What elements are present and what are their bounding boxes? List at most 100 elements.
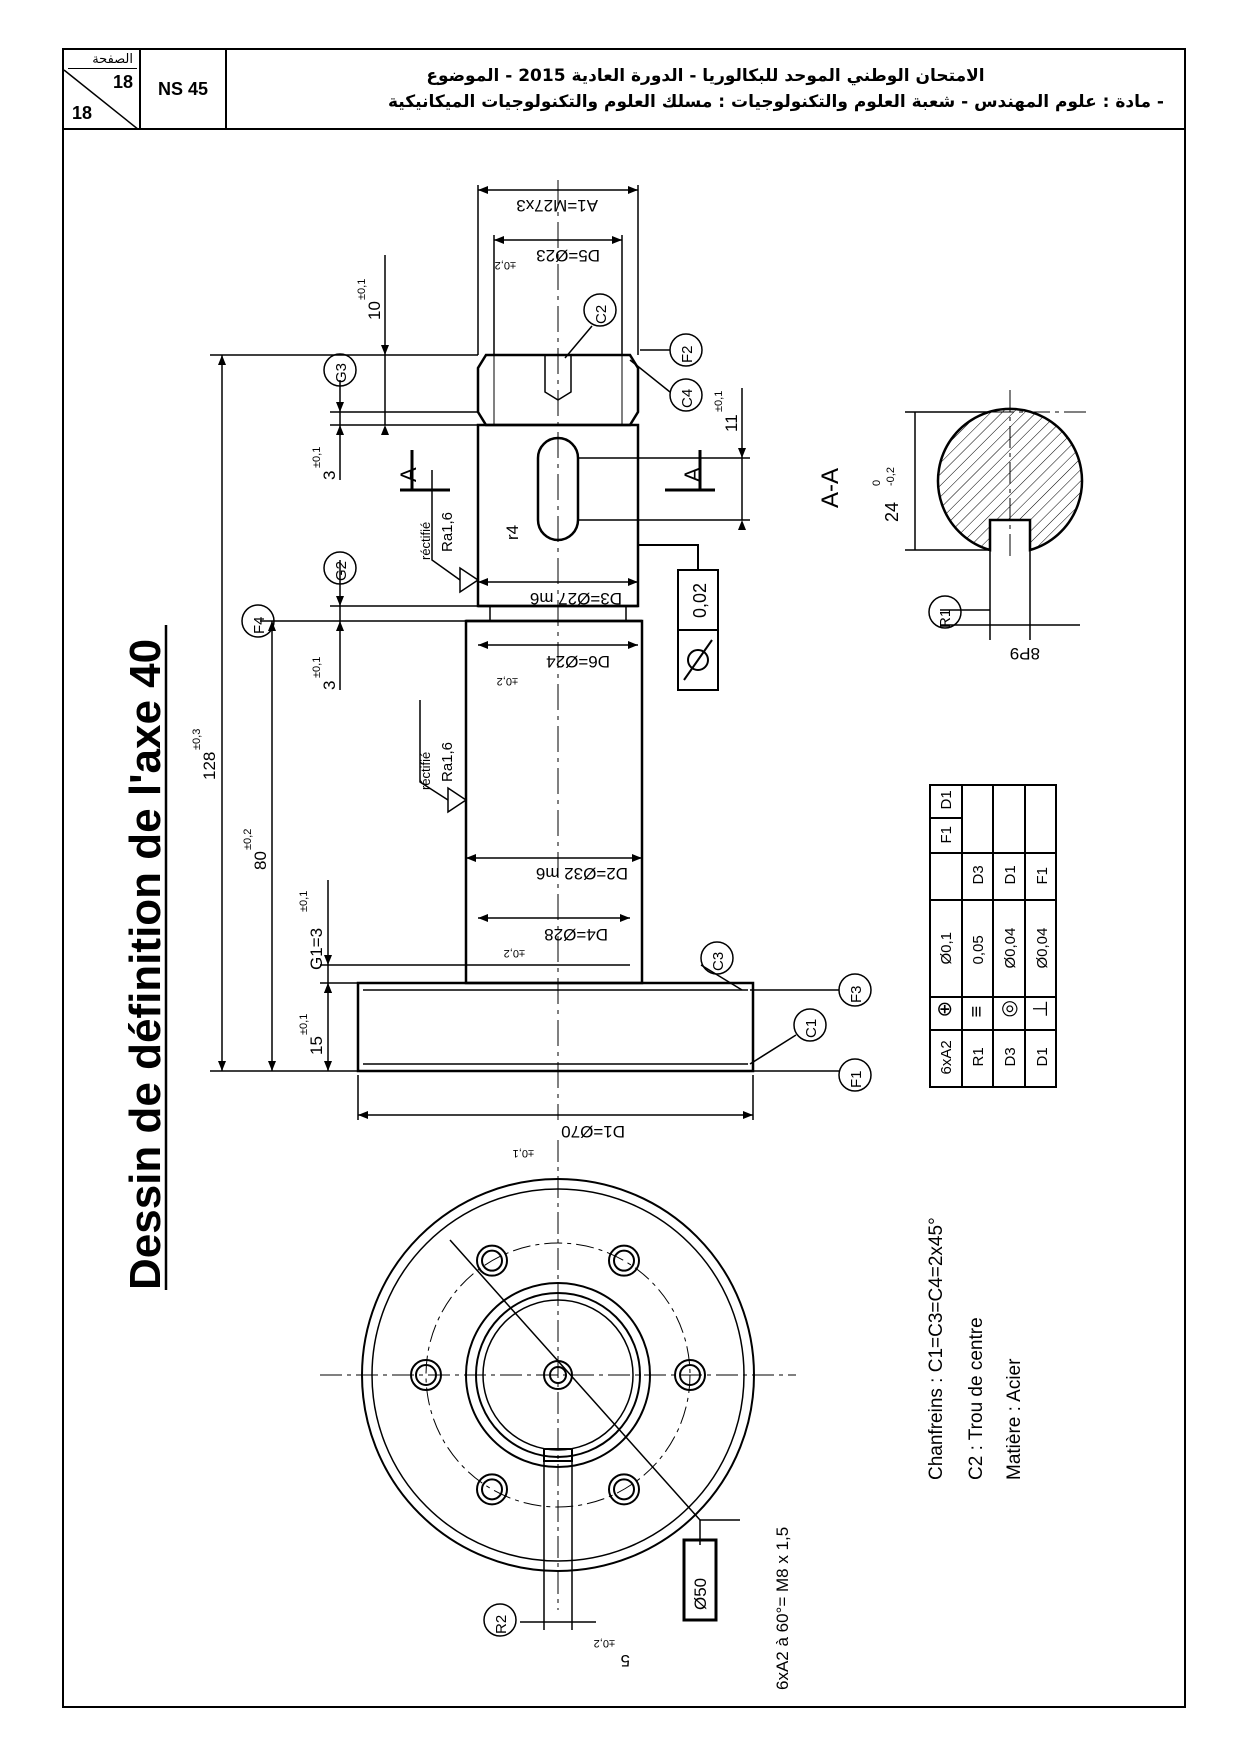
section-aa — [905, 390, 1090, 640]
page-label: الصفحة — [68, 52, 137, 69]
reference-bubble-texts: C2 F2 C4 G3 G2 F4 C3 F3 C1 F1 — [251, 305, 865, 1088]
bolt-hole-5 — [476, 1244, 508, 1277]
dim-d1: D1=Ø70 — [561, 1122, 625, 1141]
tolerance-cell-r1-c1: ≡ — [966, 1006, 988, 1018]
section-dim-24-up: 0 — [871, 480, 883, 486]
section-r1: R1 — [937, 609, 954, 628]
bubble-r2: R2 — [493, 1615, 510, 1634]
section-r1-bubble — [928, 595, 962, 629]
dim-d5-tol: ±0,2 — [495, 259, 516, 271]
dim-l15: 15 — [307, 1036, 326, 1055]
label-ra-2: Ra1,6 — [439, 742, 456, 782]
dim-l10-tol: ±0,1 — [356, 279, 368, 300]
page-current: 18 — [112, 72, 133, 92]
bubble-f1: F1 — [848, 1070, 865, 1088]
exam-code: NS 45 — [141, 50, 227, 128]
dim-l11-tol: ±0,1 — [713, 391, 725, 412]
dim-d5: D5=Ø23 — [536, 246, 600, 265]
bolt-hole-5 — [481, 1249, 503, 1272]
dim-g1-tol: ±0,1 — [298, 891, 310, 912]
bubble-c3: C3 — [710, 952, 727, 971]
bubble-f4: F4 — [251, 616, 268, 634]
roughness-symbols — [419, 470, 480, 814]
tolerance-cell-r2-c0: D3 — [1002, 1047, 1019, 1066]
tolerance-cell-r0-c3: F1 — [938, 826, 955, 844]
tolerance-cell-r0-c0: 6xA2 — [938, 1040, 955, 1074]
section-aa-texts: A-A 24 0 -0,2 8P9 R1 — [817, 467, 1040, 663]
dim-l15-tol: ±0,1 — [298, 1014, 310, 1035]
end-view-holes — [410, 1244, 706, 1506]
tolerance-cell-r0-c4: D1 — [938, 790, 955, 809]
note-material: Matière : Acier — [1004, 1358, 1025, 1480]
bubble-c1: C1 — [803, 1019, 820, 1038]
bubble-f2: F2 — [679, 345, 696, 363]
tolerance-cell-r3-c3: F1 — [1034, 867, 1051, 885]
exam-header: الصفحة 18 18 NS 45 الامتحان الوطني الموح… — [62, 48, 1186, 130]
dim-holes: 6xA2 à 60°= M8 x 1,5 — [773, 1527, 792, 1690]
dim-3-lower: 3 — [320, 681, 339, 690]
dim-l80-tol: ±0,2 — [242, 829, 254, 850]
dim-a1: A1=M27x3 — [516, 196, 598, 215]
cylindricity-frame — [638, 544, 719, 691]
bubble-c4: C4 — [679, 389, 696, 408]
dim-r4: r4 — [503, 525, 522, 540]
bolt-hole-3 — [481, 1478, 503, 1501]
tolerance-cell-r0-c2: Ø0,1 — [938, 932, 955, 965]
exam-title-line1: الامتحان الوطني الموحد للبكالوريا - الدو… — [426, 66, 985, 86]
dim-key-width: 5 — [621, 1651, 630, 1670]
dimension-lines — [210, 185, 840, 1120]
tolerance-cell-r3-c2: Ø0,04 — [1034, 928, 1051, 969]
bolt-hole-6 — [608, 1244, 640, 1277]
arrowheads — [218, 186, 753, 1119]
dim-l128-tol: ±0,3 — [191, 729, 203, 750]
dim-d6: D6=Ø24 — [546, 652, 610, 671]
end-view — [320, 1140, 796, 1630]
dim-3-upper-tol: ±0,1 — [311, 447, 323, 468]
r2-bubble — [483, 1603, 517, 1637]
tolerance-cell-r2-c1: ◎ — [998, 1000, 1020, 1017]
note-center-hole: C2 : Trou de centre — [966, 1317, 987, 1480]
cut-label-a-left: A — [396, 467, 421, 482]
section-cut-markers — [400, 450, 715, 492]
page-divider — [64, 69, 139, 130]
exam-title-line2: - مادة : علوم المهندس - شعبة العلوم والت… — [388, 92, 1164, 112]
section-title: A-A — [817, 468, 844, 508]
tolerance-cell-r3-c1: ⊥ — [1030, 1000, 1052, 1017]
bolt-hole-1 — [679, 1364, 701, 1386]
dim-d3: D3=Ø27 m6 — [530, 589, 622, 608]
end-view-texts: Ø50 6xA2 à 60°= M8 x 1,5 5 ±0,2 R2 — [493, 1527, 792, 1690]
tolerance-cell-r1-c2: 0,05 — [970, 935, 987, 964]
dim-l10: 10 — [365, 301, 384, 320]
bubble-f3: F3 — [848, 985, 865, 1003]
bolt-hole-1 — [674, 1359, 706, 1391]
page-total: 18 — [72, 103, 93, 123]
dim-d6-tol: ±0,2 — [497, 675, 518, 687]
label-rectifie-1: réctifié — [418, 522, 433, 560]
bolt-hole-4 — [410, 1359, 442, 1391]
dimension-texts: A1=M27x3 D5=Ø23 ±0,2 D3=Ø27 m6 D6=Ø24 ±0… — [191, 196, 741, 1159]
dim-d4-tol: ±0,2 — [504, 947, 525, 959]
tolerance-cell-r1-c3: D3 — [970, 865, 987, 884]
tolerance-cell-r2-c2: Ø0,04 — [1002, 928, 1019, 969]
bolt-hole-6 — [613, 1249, 635, 1272]
drawing-title: Dessin de définition de l'axe 40 — [121, 639, 170, 1290]
bolt-hole-4 — [415, 1364, 437, 1386]
notes: Chanfreins : C1=C3=C4=2x45° C2 : Trou de… — [926, 1217, 1025, 1480]
tolerance-cell-r3-c0: D1 — [1034, 1047, 1051, 1066]
label-ra-1: Ra1,6 — [439, 512, 456, 552]
dim-l128: 128 — [200, 752, 219, 780]
section-dim-24-low: -0,2 — [885, 467, 897, 486]
bubble-g2: G2 — [333, 561, 350, 581]
bubble-c2: C2 — [593, 305, 610, 324]
tolerance-table — [929, 784, 1057, 1088]
bolt-circle-frame — [682, 1538, 718, 1622]
bubble-g3: G3 — [333, 363, 350, 383]
bolt-hole-3 — [476, 1473, 508, 1506]
dim-d4: D4=Ø28 — [544, 925, 608, 944]
label-rectifie-2: réctifié — [418, 752, 433, 790]
dim-key-width-tol: ±0,2 — [594, 1637, 615, 1649]
page-number-box: الصفحة 18 18 — [64, 50, 141, 130]
dim-3-lower-tol: ±0,1 — [311, 657, 323, 678]
dim-d2: D2=Ø32 m6 — [536, 864, 628, 883]
